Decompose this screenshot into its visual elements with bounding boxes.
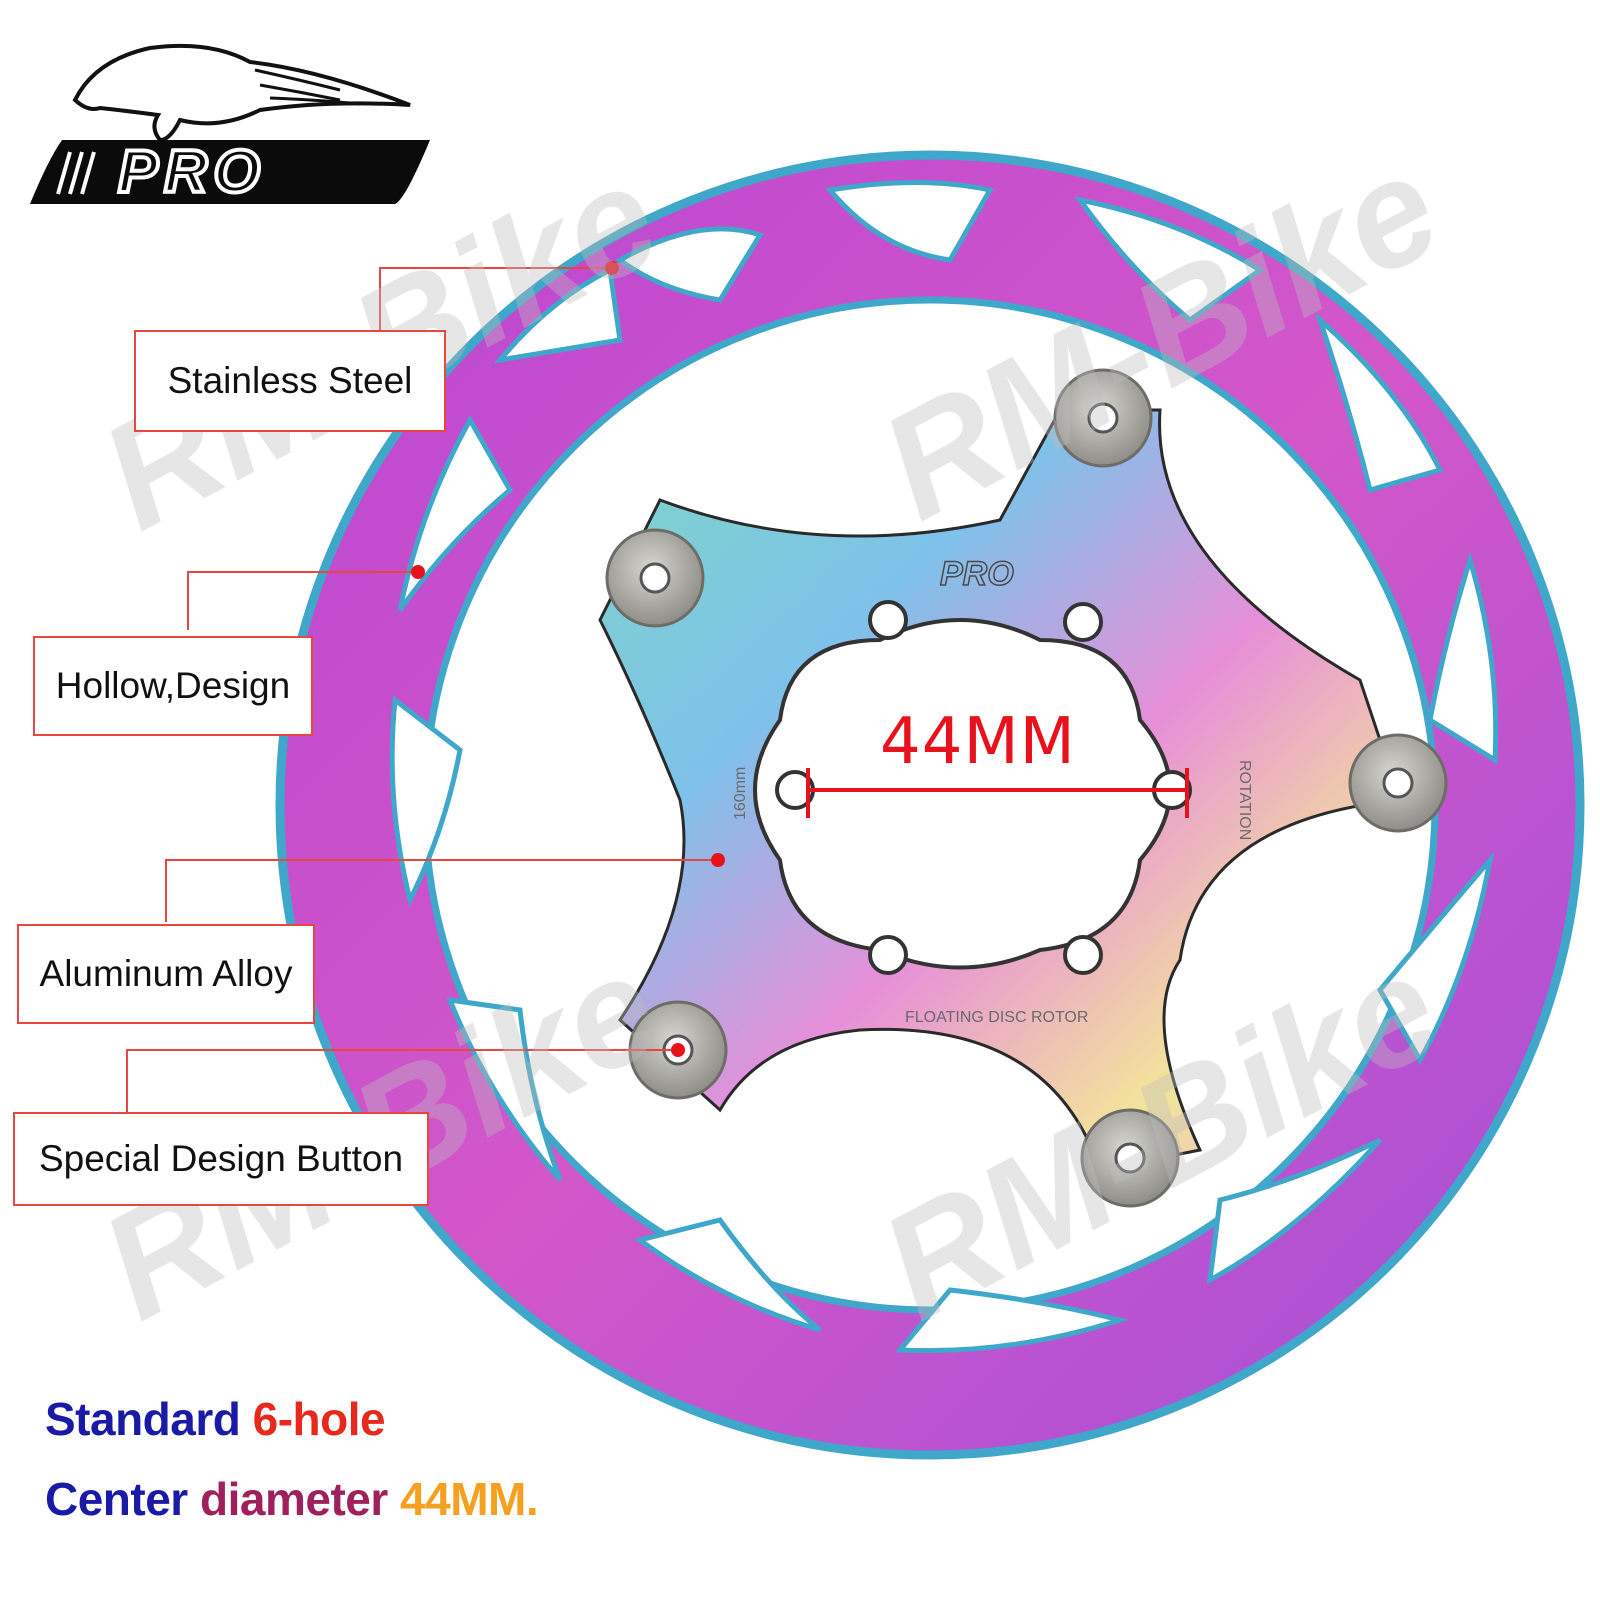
- callout-hollow-design: Hollow,Design: [33, 636, 313, 736]
- callout-dots: [411, 261, 725, 1057]
- floating-buttons: [605, 368, 1448, 1208]
- callout-special-design-button: Special Design Button: [13, 1112, 429, 1206]
- pro-logo: PRO: [30, 43, 430, 207]
- engraving-size: 160mm: [732, 767, 749, 820]
- callout-aluminum-alloy: Aluminum Alloy: [17, 924, 315, 1024]
- center-bore: [753, 618, 1172, 970]
- spec-line-diameter: Center diameter 44MM.: [45, 1472, 539, 1526]
- spec-6-hole: 6-hole: [252, 1393, 386, 1445]
- callout-stainless-steel: Stainless Steel: [134, 330, 446, 432]
- engraving-product: FLOATING DISC ROTOR: [905, 1009, 1088, 1026]
- spec-center: Center: [45, 1473, 188, 1525]
- engraving-rotation: ROTATION: [1236, 760, 1253, 840]
- measurement-label: 44MM: [880, 705, 1076, 779]
- hollow-cutouts: [389, 180, 1499, 1354]
- logo-badge: [30, 140, 430, 204]
- jaguar-icon: [72, 43, 411, 143]
- spec-44mm: 44MM.: [400, 1473, 539, 1525]
- logo-text: PRO: [118, 138, 266, 205]
- spec-diameter: diameter: [200, 1473, 388, 1525]
- measurement-bar: [806, 768, 1189, 818]
- spec-line-holes: Standard 6-hole: [45, 1392, 386, 1446]
- spider-logo: PRO: [940, 555, 1014, 593]
- callout-leaders: [126, 267, 718, 1112]
- spec-standard: Standard: [45, 1393, 241, 1445]
